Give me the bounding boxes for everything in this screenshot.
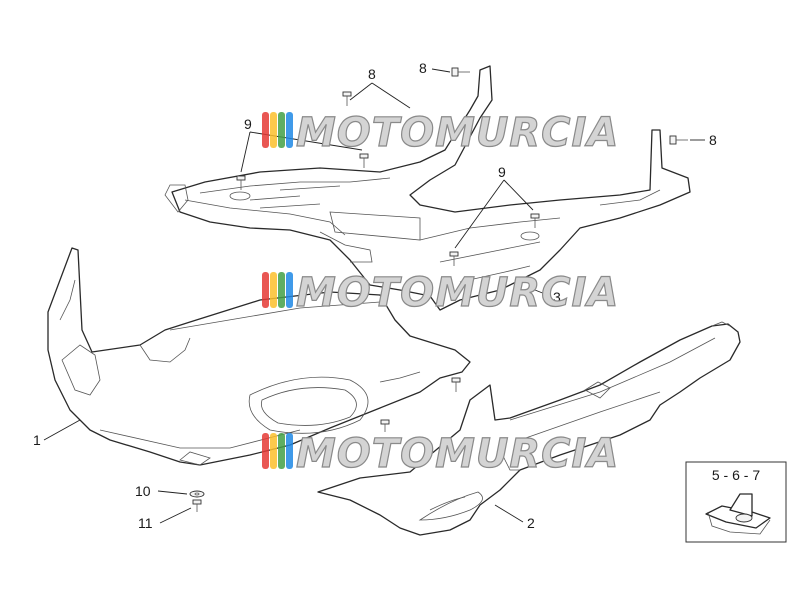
svg-text:MOTOMURCIA: MOTOMURCIA (296, 270, 619, 316)
watermark-logo-top: MOTOMURCIA (262, 109, 619, 157)
screw-floor-b (380, 419, 390, 432)
callout-1: 1 (33, 432, 41, 448)
callout-10: 10 (135, 483, 151, 499)
screw-11 (192, 499, 202, 512)
inset-label: 5 - 6 - 7 (712, 467, 760, 483)
watermark-stripe (262, 112, 269, 148)
part-3-upper-cover (164, 65, 691, 311)
callout-8-right: 8 (709, 132, 717, 148)
screw-9-d (530, 213, 540, 228)
screw-8-right (669, 135, 688, 145)
inset-box-clip-nut: 5 - 6 - 7 (685, 461, 787, 543)
watermark-logo-middle: MOTOMURCIA (262, 269, 619, 317)
screw-8-left (342, 91, 352, 106)
clip-nut-icon (705, 493, 771, 535)
callout-8-top: 8 (419, 60, 427, 76)
callout-labels: 8 8 8 9 9 3 1 10 11 2 (33, 60, 717, 531)
callout-3: 3 (553, 289, 561, 305)
callout-9-left: 9 (244, 116, 252, 132)
watermark-logo-bottom: MOTOMURCIA (262, 430, 619, 478)
screw-floor-a (451, 377, 461, 392)
washer-10 (189, 490, 205, 498)
callout-2: 2 (527, 515, 535, 531)
svg-text:MOTOMURCIA: MOTOMURCIA (296, 110, 619, 156)
part-2-side-cover (317, 321, 741, 536)
callout-8-top-left: 8 (368, 66, 376, 82)
callout-11: 11 (138, 515, 153, 531)
screw-8-top (451, 67, 470, 77)
part-1-floor-panel (47, 247, 471, 466)
svg-text:MOTOMURCIA: MOTOMURCIA (296, 431, 619, 477)
screw-9-a (236, 175, 246, 190)
screw-9-c (449, 251, 459, 266)
callout-9-right: 9 (498, 164, 506, 180)
screw-9-b (359, 153, 369, 168)
